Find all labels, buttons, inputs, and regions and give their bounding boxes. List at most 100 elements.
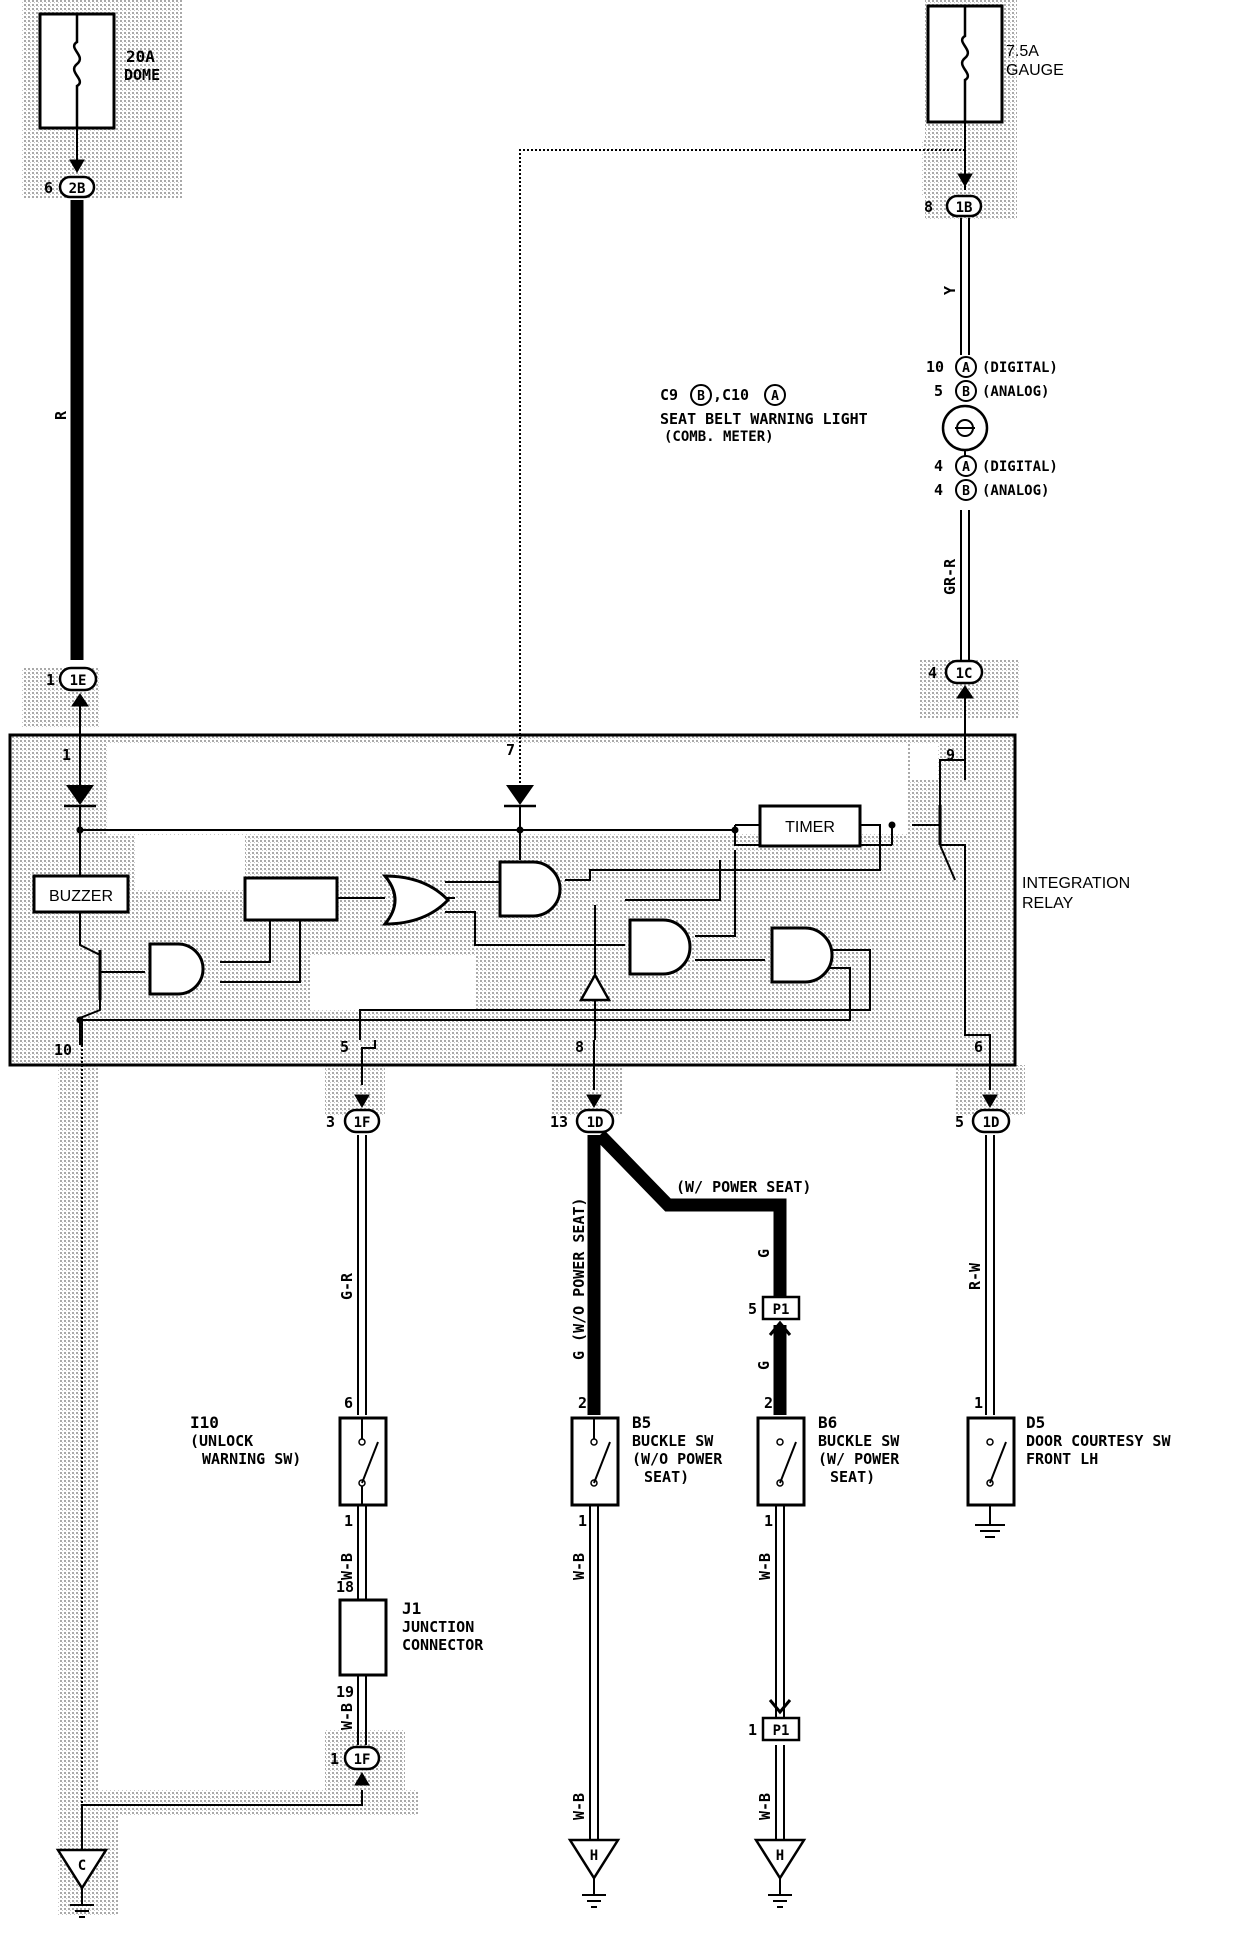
svg-text:2: 2 — [764, 1394, 773, 1412]
svg-text:1F: 1F — [354, 1115, 371, 1131]
svg-text:RELAY: RELAY — [1022, 895, 1074, 912]
svg-text:10: 10 — [926, 358, 944, 376]
svg-text:B: B — [697, 389, 705, 404]
wire-label-w-power: (W/ POWER SEAT) — [676, 1178, 811, 1196]
wire-label-y: Y — [941, 286, 959, 295]
fuse-gauge-rating: 7.5A — [1006, 43, 1039, 60]
svg-text:19: 19 — [336, 1683, 354, 1701]
svg-text:C: C — [78, 1858, 86, 1874]
junction-connector-j1: 18 19 J1 JUNCTION CONNECTOR — [336, 1578, 484, 1701]
connector-1e: 1E 1 — [46, 666, 98, 692]
ground-h-1: H — [567, 1838, 621, 1908]
svg-text:9: 9 — [946, 746, 955, 764]
integration-relay: INTEGRATION RELAY 1 7 9 10 5 8 6 — [8, 733, 1130, 1067]
svg-text:1: 1 — [578, 1512, 587, 1530]
svg-text:B: B — [962, 385, 970, 400]
svg-text:P1: P1 — [773, 1723, 790, 1739]
svg-text:A: A — [771, 389, 779, 404]
svg-text:2: 2 — [578, 1394, 587, 1412]
svg-text:1D: 1D — [587, 1115, 604, 1131]
svg-text:5: 5 — [934, 382, 943, 400]
svg-text:1: 1 — [344, 1512, 353, 1530]
svg-text:8: 8 — [924, 198, 933, 216]
svg-text:I10: I10 — [190, 1413, 219, 1432]
svg-text:6: 6 — [974, 1038, 983, 1056]
wires — [70, 122, 995, 1850]
svg-text:(ANALOG): (ANALOG) — [982, 384, 1049, 400]
svg-text:C10: C10 — [722, 386, 749, 404]
connectors: 2B 6 1B 8 1E 1 1C 4 1F 3 1D 13 — [44, 175, 1011, 1771]
svg-text:A: A — [962, 361, 970, 376]
svg-text:6: 6 — [344, 1394, 353, 1412]
fuse-dome-rating: 20A — [126, 47, 155, 66]
svg-text:4: 4 — [934, 481, 943, 499]
svg-text:1: 1 — [330, 1750, 339, 1768]
svg-text:FRONT LH: FRONT LH — [1026, 1450, 1098, 1468]
svg-text:(W/ POWER: (W/ POWER — [818, 1450, 900, 1468]
connector-1d-right: 1D 5 — [955, 1108, 1011, 1134]
svg-text:H: H — [590, 1848, 598, 1864]
wire-label-w-b-4: W-B — [570, 1793, 588, 1820]
buckle-switch-b5: 2 1 B5 BUCKLE SW (W/O POWER SEAT) — [570, 1394, 723, 1530]
svg-text:18: 18 — [336, 1578, 354, 1596]
svg-text:1E: 1E — [70, 673, 87, 689]
svg-text:(DIGITAL): (DIGITAL) — [982, 459, 1058, 475]
buzzer-label: BUZZER — [49, 888, 113, 905]
door-courtesy-switch-d5: 1 D5 DOOR COURTESY SW FRONT LH — [966, 1394, 1171, 1538]
meter-subtitle: (COMB. METER) — [664, 429, 774, 445]
svg-text:2B: 2B — [69, 181, 86, 197]
svg-text:P1: P1 — [773, 1302, 790, 1318]
svg-text:,: , — [713, 386, 722, 404]
connector-1d-mid: 1D 13 — [550, 1108, 615, 1134]
svg-text:5: 5 — [340, 1038, 349, 1056]
svg-text:6: 6 — [44, 179, 53, 197]
svg-text:JUNCTION: JUNCTION — [402, 1618, 474, 1636]
wire-label-w-b-5: W-B — [756, 1553, 774, 1580]
svg-text:J1: J1 — [402, 1599, 421, 1618]
svg-text:SEAT): SEAT) — [830, 1468, 875, 1486]
connector-1f-bottom: 1F 1 — [330, 1745, 381, 1771]
svg-text:1: 1 — [46, 671, 55, 689]
svg-text:3: 3 — [326, 1113, 335, 1131]
svg-text:(UNLOCK: (UNLOCK — [190, 1432, 253, 1450]
svg-text:4: 4 — [928, 664, 937, 682]
svg-text:1B: 1B — [956, 200, 973, 216]
svg-text:SEAT): SEAT) — [644, 1468, 689, 1486]
svg-text:INTEGRATION: INTEGRATION — [1022, 875, 1130, 892]
svg-text:1D: 1D — [983, 1115, 1000, 1131]
meter-title: SEAT BELT WARNING LIGHT — [660, 410, 868, 428]
svg-text:B: B — [962, 484, 970, 499]
connector-2b: 2B 6 — [44, 175, 96, 199]
ground-h-2: H — [753, 1838, 807, 1908]
seat-belt-meter: A B A B 10 5 4 4 (DIGITAL) (ANALOG) (DIG… — [660, 356, 1058, 501]
connector-p1-top: P1 5 — [748, 1295, 801, 1321]
connector-1b: 1B 8 — [924, 194, 983, 218]
wire-label-w-b-2: W-B — [338, 1703, 356, 1730]
svg-text:5: 5 — [955, 1113, 964, 1131]
wire-labels: R Y GR-R G-R G (W/O POWER SEAT) (W/ POWE… — [52, 286, 984, 1820]
svg-text:BUCKLE SW: BUCKLE SW — [632, 1432, 714, 1450]
svg-text:(W/O POWER: (W/O POWER — [632, 1450, 723, 1468]
svg-text:B6: B6 — [818, 1413, 837, 1432]
svg-text:1: 1 — [62, 746, 71, 764]
wire-label-g-wo: G (W/O POWER SEAT) — [570, 1197, 588, 1360]
svg-text:5: 5 — [748, 1300, 757, 1318]
svg-text:D5: D5 — [1026, 1413, 1045, 1432]
svg-text:WARNING SW): WARNING SW) — [202, 1450, 301, 1468]
ground-c: C — [55, 1848, 109, 1918]
svg-text:1: 1 — [764, 1512, 773, 1530]
svg-text:1: 1 — [974, 1394, 983, 1412]
wire-label-gr-r: GR-R — [941, 558, 959, 595]
buckle-switch-b6: 2 1 B6 BUCKLE SW (W/ POWER SEAT) — [756, 1394, 900, 1530]
connector-1f-top: 1F 3 — [326, 1108, 381, 1134]
wire-label-g-1: G — [755, 1249, 773, 1258]
connector-p1-bottom: P1 1 — [748, 1716, 801, 1742]
timer-label: TIMER — [785, 819, 835, 836]
svg-text:8: 8 — [575, 1038, 584, 1056]
fuse-dome-name: DOME — [124, 66, 160, 84]
svg-text:BUCKLE SW: BUCKLE SW — [818, 1432, 900, 1450]
svg-text:10: 10 — [54, 1041, 72, 1059]
svg-text:CONNECTOR: CONNECTOR — [402, 1636, 484, 1654]
wire-label-w-b-6: W-B — [756, 1793, 774, 1820]
